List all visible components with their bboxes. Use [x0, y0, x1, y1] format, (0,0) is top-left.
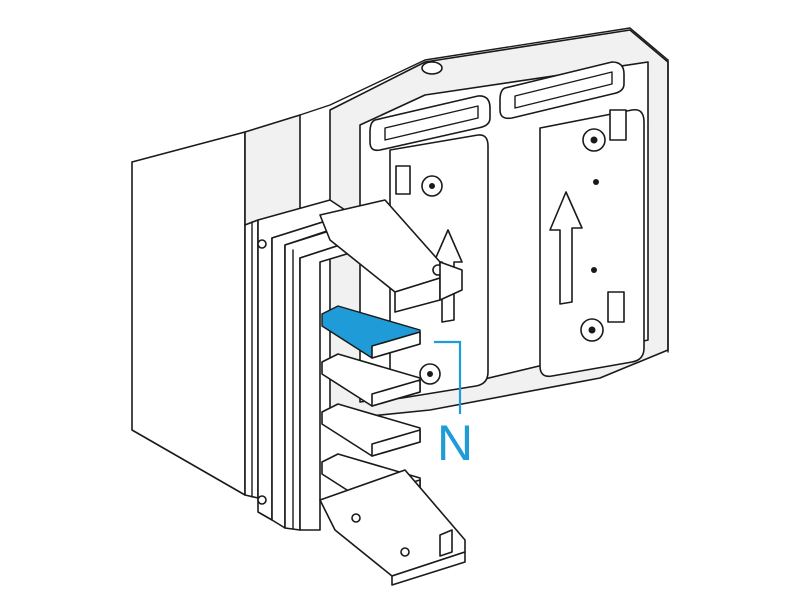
right-plate-tab-bottom: [607, 291, 625, 323]
top-bolt: [421, 61, 443, 75]
slot-handles: [369, 61, 625, 152]
left-enclosure: [131, 114, 301, 499]
right-plate-tab-top: [609, 109, 627, 141]
top-rail: [319, 199, 463, 313]
connector-frame: [257, 199, 381, 531]
bottom-rail: [319, 469, 466, 586]
neutral-callout-label: N: [437, 415, 474, 471]
right-plate-arrow: [549, 191, 583, 305]
left-plate-tab-top: [395, 165, 411, 195]
right-plate: [539, 108, 645, 378]
callout-leader-line: [434, 340, 462, 414]
